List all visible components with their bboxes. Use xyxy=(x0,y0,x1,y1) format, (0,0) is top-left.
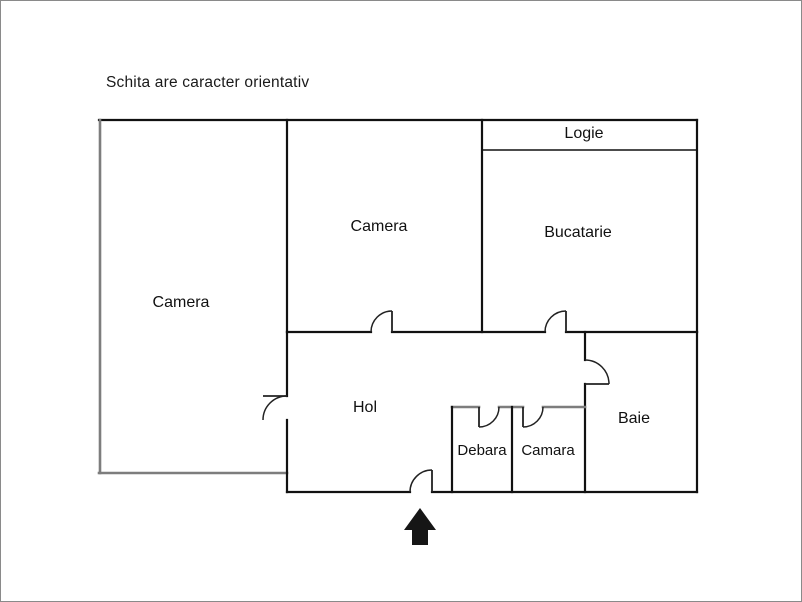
door-debara xyxy=(478,406,500,428)
room-label-bucatarie: Bucatarie xyxy=(544,224,612,241)
room-label-camara: Camara xyxy=(521,442,575,459)
door-arc-debara xyxy=(478,406,500,428)
door-arc-baie xyxy=(584,359,610,385)
room-label-hol: Hol xyxy=(353,399,377,416)
room-label-camera-left: Camera xyxy=(153,294,210,311)
door-camera-hol xyxy=(370,310,393,333)
room-label-logie: Logie xyxy=(564,125,603,142)
door-hol-camera-left xyxy=(262,395,288,421)
door-arc-camara xyxy=(522,406,544,428)
room-label-baie: Baie xyxy=(618,410,650,427)
door-camara xyxy=(522,406,544,428)
door-arc-main-entrance xyxy=(409,469,433,493)
room-label-debara: Debara xyxy=(457,442,507,459)
room-label-camera-mid: Camera xyxy=(351,218,408,235)
page-title: Schita are caracter orientativ xyxy=(106,74,310,91)
door-baie xyxy=(584,359,610,385)
door-arc-camera-hol xyxy=(370,310,393,333)
door-arc-bucatarie-hol xyxy=(544,310,567,333)
door-main-entrance xyxy=(409,469,433,493)
door-arc-hol-camera-left xyxy=(262,395,288,421)
entrance-arrow-icon xyxy=(404,508,436,545)
door-bucatarie-hol xyxy=(544,310,567,333)
